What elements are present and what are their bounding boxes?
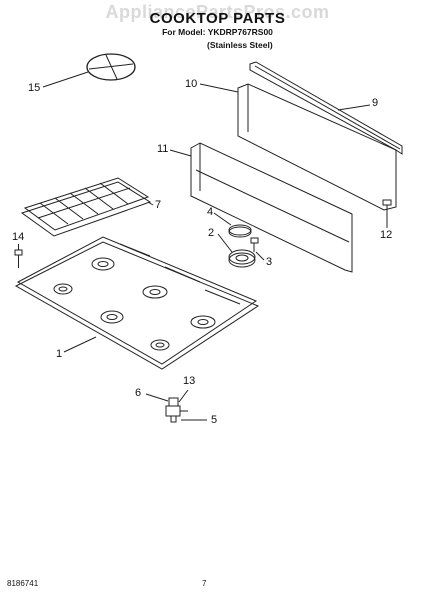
part-9-trim	[249, 61, 403, 155]
leader-2	[217, 233, 233, 253]
leader-10	[199, 83, 239, 93]
part-15-pad	[86, 53, 136, 81]
leader-13	[178, 389, 189, 403]
leader-11	[169, 149, 192, 157]
variant-label: (Stainless Steel)	[207, 40, 273, 50]
callout-1: 1	[56, 348, 63, 360]
callout-5: 5	[211, 414, 218, 426]
model-label: For Model: YKDRP767RS00	[162, 27, 273, 37]
leader-3	[255, 251, 265, 261]
callout-13: 13	[183, 375, 196, 387]
part-2-burner	[228, 249, 256, 268]
leader-1	[63, 336, 97, 353]
callout-10: 10	[185, 78, 198, 90]
part-7-grate	[20, 177, 152, 237]
part-4-cap	[228, 224, 252, 238]
page-title: COOKTOP PARTS	[149, 10, 286, 27]
callout-9: 9	[372, 97, 379, 109]
callout-4: 4	[207, 206, 214, 218]
callout-11: 11	[157, 143, 169, 155]
leader-4	[213, 212, 232, 226]
leader-7	[147, 201, 154, 206]
part-12-screw	[382, 199, 392, 216]
part-10-backguard	[237, 83, 397, 211]
leader-6	[145, 393, 169, 402]
part-3-screw	[250, 237, 259, 252]
part-14-screw	[14, 249, 23, 268]
document-number: 8186741	[7, 579, 39, 588]
part-1-cooktop	[14, 236, 260, 370]
callout-7: 7	[155, 199, 162, 211]
callout-3: 3	[266, 256, 273, 268]
callout-12: 12	[380, 229, 393, 241]
callout-2: 2	[208, 227, 215, 239]
part-5-valve	[165, 397, 188, 423]
callout-14: 14	[12, 231, 25, 243]
leader-15	[42, 71, 89, 88]
page-number: 7	[202, 579, 207, 588]
leader-9	[337, 104, 371, 111]
watermark: AppliancePartsPros.com	[105, 2, 330, 22]
callout-15: 15	[28, 82, 41, 94]
part-11-panel	[190, 142, 353, 273]
callout-6: 6	[135, 387, 142, 399]
